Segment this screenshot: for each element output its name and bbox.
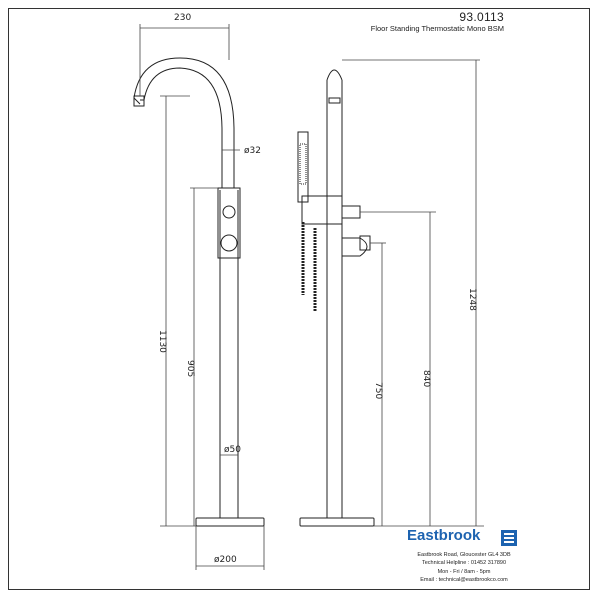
thermostatic-knob bbox=[220, 234, 238, 252]
eastbrook-logo-icon bbox=[501, 530, 517, 546]
dim-riser-diameter-label: ø50 bbox=[224, 445, 241, 455]
drawing-border bbox=[8, 8, 590, 590]
dim-valve-height-label: 905 bbox=[185, 360, 195, 377]
hand-shower-grip bbox=[299, 143, 307, 185]
company-hours: Mon - Fri / 8am - 5pm bbox=[437, 568, 491, 575]
left-spout-outer bbox=[140, 67, 223, 188]
company-logo-text: Eastbrook bbox=[407, 527, 481, 544]
hand-shower bbox=[297, 131, 309, 203]
diverter-cap bbox=[359, 235, 371, 251]
right-base-plate bbox=[299, 517, 375, 527]
right-riser-top bbox=[326, 69, 343, 81]
spout-outlet bbox=[133, 95, 145, 107]
diverter-lever bbox=[342, 237, 368, 257]
company-address: Eastbrook Road, Gloucester GL4 3DB bbox=[417, 552, 511, 558]
dim-total-height-right-label: 1248 bbox=[467, 288, 477, 311]
product-description: Floor Standing Thermostatic Mono BSM bbox=[370, 24, 504, 33]
company-contact: Eastbrook Road, Gloucester GL4 3DB Techn… bbox=[405, 551, 523, 585]
dim-spout-diameter-label: ø32 bbox=[244, 146, 261, 156]
product-code: 93.0113 bbox=[459, 10, 504, 24]
company-title-block: Eastbrook Eastbrook Road, Gloucester GL4… bbox=[405, 525, 523, 597]
left-valve-body bbox=[217, 187, 241, 259]
left-spout-inner bbox=[133, 57, 235, 188]
dim-base-diameter-label: ø200 bbox=[214, 555, 237, 565]
company-helpline: Technical Helpline : 01452 317890 bbox=[421, 560, 507, 567]
right-spout-outlet bbox=[328, 97, 341, 104]
dim-total-height-left-label: 1130 bbox=[157, 330, 167, 353]
left-base-plate bbox=[195, 517, 265, 527]
dim-diverter-height-label: 750 bbox=[373, 382, 383, 399]
dim-reach-label: 230 bbox=[174, 13, 191, 23]
dim-handset-height-label: 840 bbox=[421, 370, 431, 387]
holder-knob bbox=[341, 205, 361, 219]
diverter-knob bbox=[222, 205, 236, 219]
company-email: Email : technical@eastbrookco.com bbox=[420, 577, 508, 584]
